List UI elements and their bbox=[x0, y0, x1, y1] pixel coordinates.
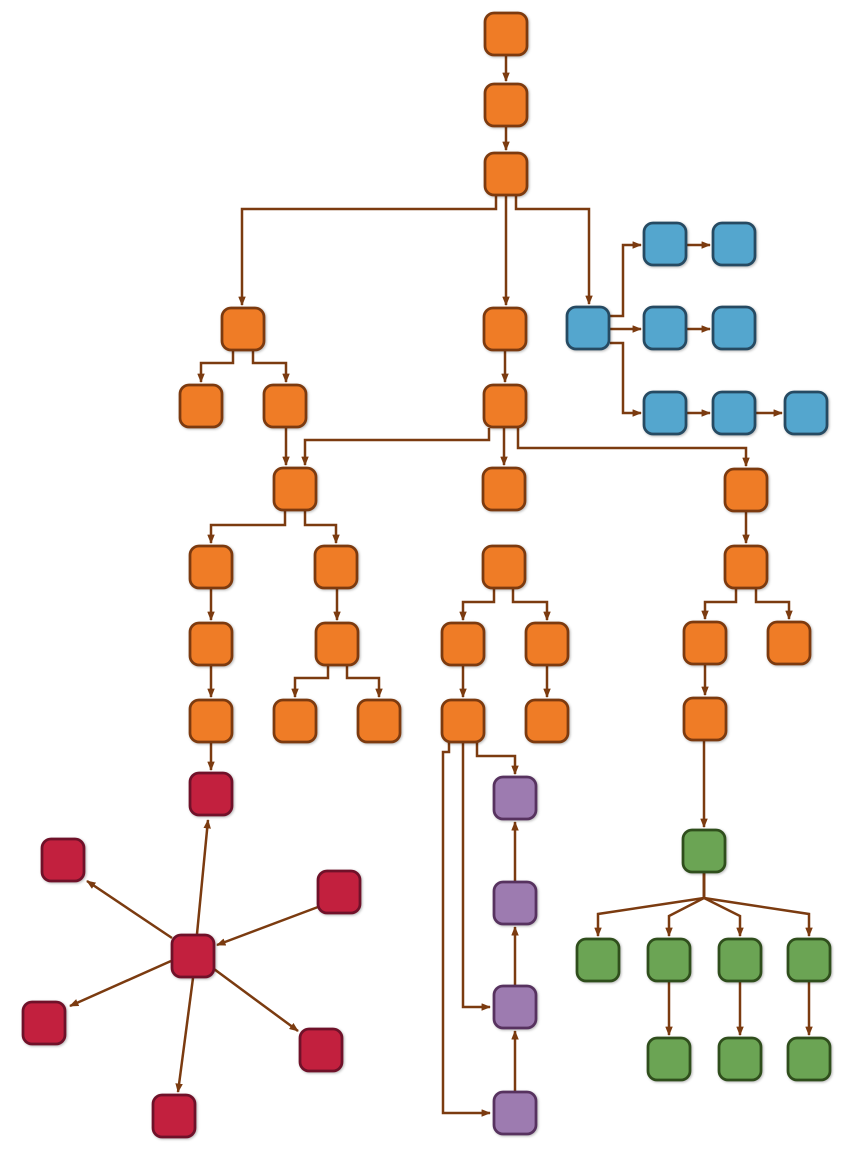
node-orange-M2c[interactable] bbox=[524, 698, 570, 744]
node-orange-L1a[interactable] bbox=[178, 383, 224, 429]
node-blue-B2b[interactable] bbox=[711, 305, 757, 351]
node-green-G4c[interactable] bbox=[786, 1036, 832, 1082]
node-orange-L2b1a[interactable] bbox=[272, 698, 318, 744]
edge-R2-RR bbox=[754, 589, 793, 620]
node-orange-M2[interactable] bbox=[524, 621, 570, 667]
node-red-RT[interactable] bbox=[188, 771, 234, 817]
node-orange-RLc[interactable] bbox=[682, 696, 728, 742]
node-orange-C3[interactable] bbox=[481, 466, 527, 512]
node-orange-C2[interactable] bbox=[482, 383, 528, 429]
node-orange-RR[interactable] bbox=[766, 620, 812, 666]
node-green-G3[interactable] bbox=[717, 937, 763, 983]
edge-RH-RS3 bbox=[69, 959, 172, 1008]
node-orange-L2b[interactable] bbox=[313, 544, 359, 590]
edge-G0-G3 bbox=[702, 873, 744, 937]
edge-T3-B0 bbox=[514, 196, 593, 305]
node-blue-B3c[interactable] bbox=[783, 390, 829, 436]
edge-C4-M1 bbox=[459, 589, 496, 621]
edge-RS2-RH bbox=[216, 905, 319, 947]
edge-G0-G2 bbox=[665, 873, 706, 937]
edge-L1-L1a bbox=[197, 351, 235, 383]
node-blue-B3b[interactable] bbox=[711, 390, 757, 436]
node-orange-L2a1[interactable] bbox=[188, 621, 234, 667]
node-orange-L2b1[interactable] bbox=[314, 621, 360, 667]
node-orange-L1[interactable] bbox=[220, 306, 266, 352]
edge-G0-G1 bbox=[594, 873, 706, 937]
node-blue-B1b[interactable] bbox=[711, 221, 757, 267]
node-purple-P2[interactable] bbox=[492, 880, 538, 926]
edge-T3-L1 bbox=[238, 196, 498, 306]
node-purple-P4[interactable] bbox=[492, 1090, 538, 1136]
edge-R2-RL bbox=[701, 589, 738, 620]
node-orange-C4[interactable] bbox=[481, 544, 527, 590]
node-orange-T3[interactable] bbox=[483, 151, 529, 197]
edge-M1c-P3 bbox=[461, 743, 491, 1011]
edge-L1-L1b bbox=[251, 351, 290, 383]
node-orange-C1[interactable] bbox=[482, 306, 528, 352]
node-red-RH[interactable] bbox=[170, 933, 216, 979]
node-orange-RL[interactable] bbox=[682, 620, 728, 666]
node-red-RS3[interactable] bbox=[21, 1000, 67, 1046]
edge-M1c-P4 bbox=[441, 743, 491, 1117]
edge-C2-L2 bbox=[301, 428, 491, 466]
node-orange-M1c[interactable] bbox=[440, 698, 486, 744]
edge-L2b1-L2b1a bbox=[291, 666, 330, 698]
node-orange-R1[interactable] bbox=[723, 467, 769, 513]
node-orange-M1[interactable] bbox=[440, 621, 486, 667]
node-orange-R2[interactable] bbox=[723, 544, 769, 590]
node-blue-B2a[interactable] bbox=[642, 305, 688, 351]
node-red-RS1[interactable] bbox=[40, 837, 86, 883]
edge-C2-R1 bbox=[516, 428, 750, 467]
node-orange-T1[interactable] bbox=[483, 11, 529, 57]
node-orange-L1b[interactable] bbox=[262, 383, 308, 429]
node-green-G1[interactable] bbox=[575, 937, 621, 983]
node-orange-T2[interactable] bbox=[483, 82, 529, 128]
node-green-G2[interactable] bbox=[646, 937, 692, 983]
edge-RH-RS1 bbox=[86, 879, 173, 940]
node-blue-B0[interactable] bbox=[565, 305, 611, 351]
node-purple-P1[interactable] bbox=[492, 775, 538, 821]
node-blue-B1a[interactable] bbox=[642, 221, 688, 267]
node-orange-L2a2[interactable] bbox=[188, 698, 234, 744]
node-green-G3c[interactable] bbox=[717, 1036, 763, 1082]
node-red-RS5[interactable] bbox=[151, 1093, 197, 1139]
edge-M1c-P1 bbox=[475, 743, 519, 775]
edge-C4-M2 bbox=[511, 589, 551, 621]
node-green-G2c[interactable] bbox=[646, 1036, 692, 1082]
node-green-G0[interactable] bbox=[681, 828, 727, 874]
node-orange-L2b1b[interactable] bbox=[356, 698, 402, 744]
edge-L2b1-L2b1b bbox=[345, 666, 383, 698]
edge-G0-G4 bbox=[702, 873, 813, 937]
node-blue-B3a[interactable] bbox=[642, 390, 688, 436]
node-purple-P3[interactable] bbox=[492, 984, 538, 1030]
node-orange-L2a[interactable] bbox=[188, 544, 234, 590]
edge-B0-B1a bbox=[610, 241, 642, 318]
node-red-RS2[interactable] bbox=[316, 869, 362, 915]
node-red-RS4[interactable] bbox=[298, 1027, 344, 1073]
edge-RH-RT bbox=[195, 819, 211, 935]
node-orange-L2[interactable] bbox=[272, 466, 318, 512]
edge-L2-L2a bbox=[207, 511, 287, 544]
node-green-G4[interactable] bbox=[786, 937, 832, 983]
edge-RH-RS5 bbox=[175, 977, 195, 1093]
edge-B0-B3a bbox=[610, 341, 642, 417]
edge-RH-RS4 bbox=[213, 967, 299, 1033]
edge-L2-L2b bbox=[303, 511, 340, 544]
